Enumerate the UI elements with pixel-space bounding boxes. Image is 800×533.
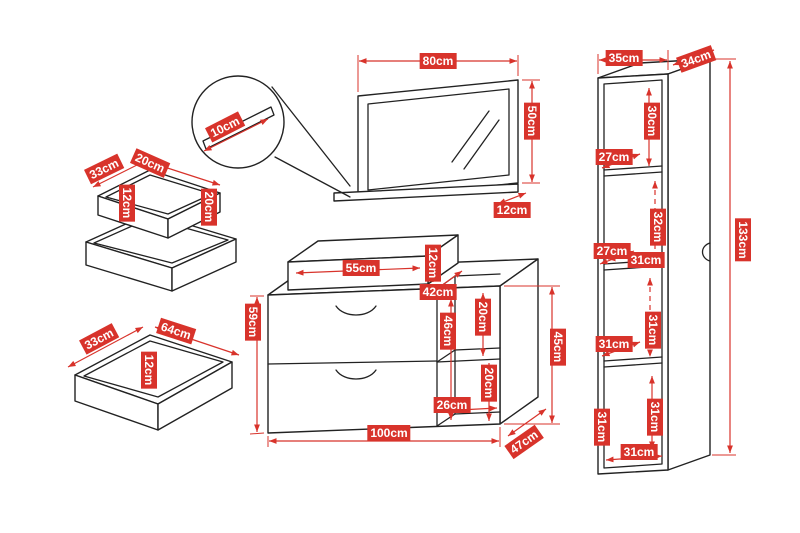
dim-bench-height: 59cm	[245, 303, 261, 341]
dim-bench-niche-height: 46cm	[440, 312, 456, 350]
dim-cabinet-inner-width: 31cm	[627, 252, 665, 268]
dim-bench-width: 100cm	[367, 425, 411, 441]
dim-drawer-height: 12cm	[141, 351, 157, 389]
dim-cabinet-bottom-depth: 31cm	[594, 408, 610, 446]
dim-bench-side-height: 45cm	[550, 328, 566, 366]
dim-bench-niche-lower-height: 20cm	[481, 364, 497, 402]
dim-cabinet-section-4: 31cm	[647, 398, 663, 436]
bench-drawing	[267, 234, 539, 434]
dim-cabinet-shelf-2: 27cm	[593, 243, 631, 259]
dim-organizer-side-height: 20cm	[201, 188, 217, 226]
dim-cabinet-height: 133cm	[735, 218, 751, 262]
dim-mirror-height: 50cm	[524, 102, 540, 140]
dim-mirror-shelf-depth: 12cm	[493, 202, 531, 218]
dim-cabinet-shelf-1: 27cm	[595, 149, 633, 165]
mirror-drawing	[333, 79, 519, 202]
dim-bench-niche-upper-height: 20cm	[475, 298, 491, 336]
dim-cabinet-section-2: 32cm	[650, 208, 666, 246]
dim-bench-top-depth: 42cm	[419, 284, 457, 300]
dim-cabinet-width: 35cm	[605, 50, 643, 66]
dim-cabinet-section-1: 30cm	[644, 102, 660, 140]
dim-organizer-front-height: 12cm	[119, 184, 135, 222]
dim-cabinet-section-3: 31cm	[645, 311, 661, 349]
dim-cabinet-bottom-width: 31cm	[620, 444, 658, 460]
dim-bench-top-width: 55cm	[342, 260, 380, 276]
dim-mirror-width: 80cm	[419, 53, 457, 69]
dim-bench-top-height: 12cm	[425, 244, 441, 282]
dim-cabinet-shelf-3: 31cm	[595, 336, 633, 352]
dim-bench-niche-width: 26cm	[433, 397, 471, 413]
